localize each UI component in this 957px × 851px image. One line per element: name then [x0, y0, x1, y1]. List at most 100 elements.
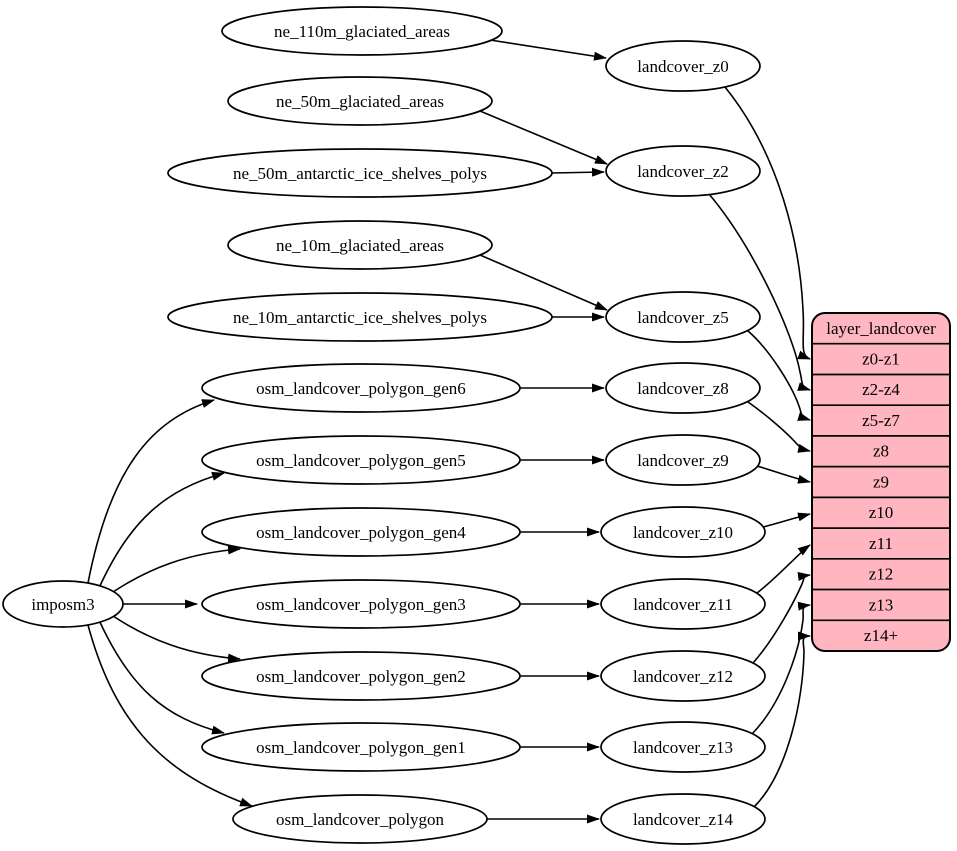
- layer-landcover-table-body: [811, 312, 951, 652]
- table-row-z13: z13: [869, 595, 894, 614]
- layer-landcover-table-title: layer_landcover: [826, 319, 936, 338]
- node-osm-landcover-polygon-gen1: osm_landcover_polygon_gen1: [201, 722, 521, 772]
- node-landcover-z5-ellipse: [605, 291, 761, 343]
- node-landcover-z13: landcover_z13: [600, 721, 766, 773]
- node-landcover-z5: landcover_z5: [605, 291, 761, 343]
- node-landcover-z5-label: landcover_z5: [637, 308, 729, 327]
- node-ne-50m-glaciated-areas-label: ne_50m_glaciated_areas: [276, 92, 444, 111]
- node-ne-10m-glaciated-areas: ne_10m_glaciated_areas: [227, 220, 493, 270]
- table-row-z8: z8: [873, 442, 889, 461]
- table-row-z5-z7: z5-z7: [862, 411, 900, 430]
- edge-landcover-z13-to-row-z13: [751, 601, 811, 735]
- node-landcover-z11: landcover_z11: [600, 578, 766, 630]
- node-imposm3: imposm3: [2, 580, 124, 628]
- edge-imposm3-to-osm-landcover-polygon-gen2: [109, 613, 241, 663]
- node-osm-landcover-polygon-gen5-label: osm_landcover_polygon_gen5: [256, 451, 466, 470]
- node-landcover-z8-label: landcover_z8: [637, 379, 729, 398]
- node-ne-50m-antarctic-ice-shelves-polys-label: ne_50m_antarctic_ice_shelves_polys: [233, 164, 487, 183]
- node-osm-landcover-polygon-gen4-label: osm_landcover_polygon_gen4: [256, 523, 466, 542]
- node-landcover-z13-label: landcover_z13: [633, 738, 733, 757]
- node-landcover-z0-label: landcover_z0: [637, 57, 729, 76]
- edge-imposm3-to-osm-landcover-polygon: [87, 624, 253, 807]
- edge-landcover-z8-to-row-z8: [747, 401, 811, 453]
- node-ne-50m-antarctic-ice-shelves-polys-ellipse: [167, 148, 553, 198]
- edge-landcover-z9-to-row-z9: [756, 465, 811, 484]
- node-landcover-z2-ellipse: [605, 145, 761, 197]
- node-osm-landcover-polygon-gen2: osm_landcover_polygon_gen2: [201, 651, 521, 701]
- edge-landcover-z2-to-row-z2-z4: [708, 193, 811, 391]
- node-landcover-z10-label: landcover_z10: [633, 523, 733, 542]
- table-row-z14plus: z14+: [864, 626, 898, 645]
- node-imposm3-label: imposm3: [31, 595, 94, 614]
- edge-landcover-z10-to-row-z10: [762, 512, 811, 528]
- table-row-z10: z10: [869, 503, 894, 522]
- edge-imposm3-to-osm-landcover-polygon-gen4: [109, 545, 241, 595]
- node-osm-landcover-polygon-gen6-label: osm_landcover_polygon_gen6: [256, 379, 466, 398]
- node-osm-landcover-polygon: osm_landcover_polygon: [232, 794, 488, 844]
- table-row-z9: z9: [873, 472, 889, 491]
- node-landcover-z8: landcover_z8: [605, 362, 761, 414]
- node-ne-50m-glaciated-areas-ellipse: [227, 76, 493, 126]
- table-row-z11: z11: [869, 534, 893, 553]
- node-ne-50m-antarctic-ice-shelves-polys: ne_50m_antarctic_ice_shelves_polys: [167, 148, 553, 198]
- node-ne-10m-antarctic-ice-shelves-polys: ne_10m_antarctic_ice_shelves_polys: [167, 292, 553, 342]
- node-osm-landcover-polygon-gen2-ellipse: [201, 651, 521, 701]
- node-osm-landcover-polygon-gen3-ellipse: [201, 579, 521, 629]
- node-landcover-z11-ellipse: [600, 578, 766, 630]
- node-landcover-z8-ellipse: [605, 362, 761, 414]
- node-ne-110m-glaciated-areas-ellipse: [221, 6, 503, 56]
- node-landcover-z14: landcover_z14: [600, 793, 766, 845]
- edge-ne-50m-antarctic-ice-shelves-polys-to-landcover-z2: [550, 167, 605, 177]
- node-landcover-z13-ellipse: [600, 721, 766, 773]
- node-osm-landcover-polygon-gen5: osm_landcover_polygon_gen5: [201, 435, 521, 485]
- node-landcover-z12-label: landcover_z12: [633, 667, 733, 686]
- nodes-layer: imposm3 ne_110m_glaciated_areas ne_50m_g…: [2, 6, 766, 845]
- node-landcover-z12-ellipse: [600, 650, 766, 702]
- node-osm-landcover-polygon-gen6: osm_landcover_polygon_gen6: [201, 363, 521, 413]
- node-landcover-z2: landcover_z2: [605, 145, 761, 197]
- node-osm-landcover-polygon-gen4-ellipse: [201, 507, 521, 557]
- edge-landcover-z5-to-row-z5-z7: [747, 330, 811, 421]
- edge-landcover-z14-to-row-z14plus: [753, 631, 811, 808]
- node-ne-10m-glaciated-areas-ellipse: [227, 220, 493, 270]
- edge-imposm3-to-osm-landcover-polygon-gen1: [98, 619, 225, 735]
- edge-landcover-z12-to-row-z12: [752, 572, 811, 664]
- layer-landcover-table: layer_landcover z0-z1 z2-z4 z5-z7 z8 z9 …: [811, 312, 951, 652]
- node-landcover-z0: landcover_z0: [605, 40, 761, 92]
- node-osm-landcover-polygon-label: osm_landcover_polygon: [276, 810, 445, 829]
- node-ne-50m-glaciated-areas: ne_50m_glaciated_areas: [227, 76, 493, 126]
- node-ne-110m-glaciated-areas: ne_110m_glaciated_areas: [221, 6, 503, 56]
- node-osm-landcover-polygon-ellipse: [232, 794, 488, 844]
- edge-landcover-z0-to-row-z0-z1: [724, 86, 811, 360]
- node-osm-landcover-polygon-gen3: osm_landcover_polygon_gen3: [201, 579, 521, 629]
- edge-ne-50m-glaciated-areas-to-landcover-z2: [479, 110, 608, 165]
- node-osm-landcover-polygon-gen1-label: osm_landcover_polygon_gen1: [256, 738, 466, 757]
- edge-ne-110m-glaciated-areas-to-landcover-z0: [489, 39, 607, 61]
- node-landcover-z9: landcover_z9: [605, 434, 761, 486]
- edge-imposm3-to-osm-landcover-polygon-gen5: [98, 472, 225, 589]
- node-landcover-z10-ellipse: [600, 506, 766, 558]
- node-landcover-z2-label: landcover_z2: [637, 162, 729, 181]
- node-landcover-z9-label: landcover_z9: [637, 451, 729, 470]
- edges-layer: [87, 39, 811, 824]
- node-landcover-z12: landcover_z12: [600, 650, 766, 702]
- node-ne-110m-glaciated-areas-label: ne_110m_glaciated_areas: [274, 22, 450, 41]
- table-row-z12: z12: [869, 565, 894, 584]
- node-osm-landcover-polygon-gen1-ellipse: [201, 722, 521, 772]
- node-ne-10m-glaciated-areas-label: ne_10m_glaciated_areas: [276, 236, 444, 255]
- node-landcover-z14-label: landcover_z14: [633, 810, 734, 829]
- node-osm-landcover-polygon-gen6-ellipse: [201, 363, 521, 413]
- edge-ne-10m-glaciated-areas-to-landcover-z5: [479, 254, 608, 311]
- node-osm-landcover-polygon-gen2-label: osm_landcover_polygon_gen2: [256, 667, 466, 686]
- node-osm-landcover-polygon-gen4: osm_landcover_polygon_gen4: [201, 507, 521, 557]
- node-landcover-z0-ellipse: [605, 40, 761, 92]
- node-landcover-z11-label: landcover_z11: [633, 595, 732, 614]
- node-osm-landcover-polygon-gen5-ellipse: [201, 435, 521, 485]
- table-row-z2-z4: z2-z4: [862, 380, 900, 399]
- node-landcover-z14-ellipse: [600, 793, 766, 845]
- node-ne-10m-antarctic-ice-shelves-polys-ellipse: [167, 292, 553, 342]
- node-osm-landcover-polygon-gen3-label: osm_landcover_polygon_gen3: [256, 595, 466, 614]
- edge-imposm3-to-osm-landcover-polygon-gen6: [87, 399, 215, 584]
- table-row-z0-z1: z0-z1: [862, 350, 900, 369]
